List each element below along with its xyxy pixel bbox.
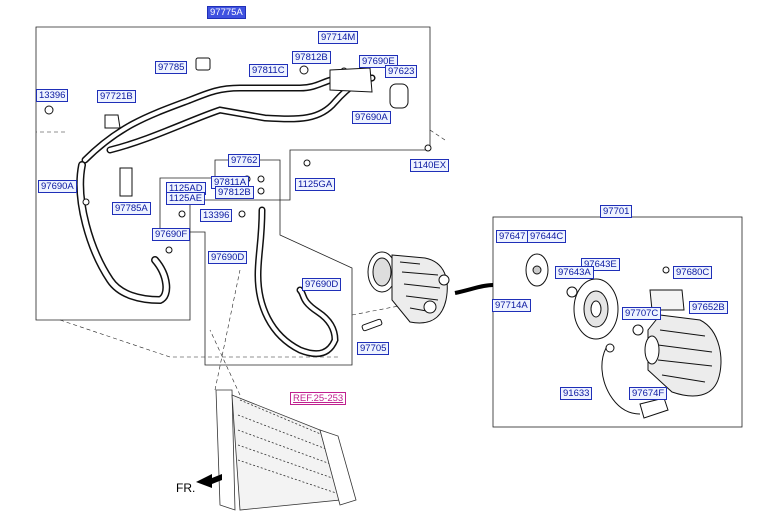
- part-label-97690D[interactable]: 97690D: [302, 278, 342, 291]
- part-label-97643A[interactable]: 97643A: [555, 266, 594, 279]
- part-label-97690E[interactable]: 97690E: [359, 55, 398, 68]
- part-label-97705[interactable]: 97705: [357, 342, 390, 355]
- part-label-13396[interactable]: 13396: [200, 209, 233, 222]
- part-label-97785[interactable]: 97785: [155, 61, 188, 74]
- part-label-97812B[interactable]: 97812B: [292, 51, 331, 64]
- part-label-97721B[interactable]: 97721B: [97, 90, 136, 103]
- part-label-97674F[interactable]: 97674F: [629, 387, 668, 400]
- part-label-97652B[interactable]: 97652B: [689, 301, 728, 314]
- part-label-1140EX[interactable]: 1140EX: [410, 159, 450, 172]
- part-label-97690D[interactable]: 97690D: [208, 251, 248, 264]
- part-label-97707C[interactable]: 97707C: [622, 307, 662, 320]
- part-label-97812B[interactable]: 97812B: [215, 186, 254, 199]
- part-label-97690A[interactable]: 97690A: [38, 180, 77, 193]
- part-label-97762[interactable]: 97762: [228, 154, 261, 167]
- part-label-97690A[interactable]: 97690A: [352, 111, 391, 124]
- part-label-13396[interactable]: 13396: [36, 89, 69, 102]
- part-label-97714M[interactable]: 97714M: [318, 31, 359, 44]
- part-label-97785A[interactable]: 97785A: [112, 202, 151, 215]
- reference-link[interactable]: REF.25-253: [290, 392, 347, 405]
- part-label-97647[interactable]: 97647: [496, 230, 529, 243]
- part-label-97775A[interactable]: 97775A: [207, 6, 246, 19]
- part-label-97701[interactable]: 97701: [600, 205, 633, 218]
- part-label-97690F[interactable]: 97690F: [152, 228, 191, 241]
- part-label-1125GA[interactable]: 1125GA: [295, 178, 336, 191]
- part-label-97714A[interactable]: 97714A: [492, 299, 531, 312]
- part-label-91633[interactable]: 91633: [560, 387, 593, 400]
- part-label-97811C[interactable]: 97811C: [249, 64, 288, 77]
- part-label-1125AE[interactable]: 1125AE: [166, 192, 206, 205]
- part-label-97644C[interactable]: 97644C: [527, 230, 567, 243]
- part-label-97623[interactable]: 97623: [385, 65, 418, 78]
- front-direction-label: FR.: [176, 481, 196, 495]
- part-label-97680C[interactable]: 97680C: [673, 266, 713, 279]
